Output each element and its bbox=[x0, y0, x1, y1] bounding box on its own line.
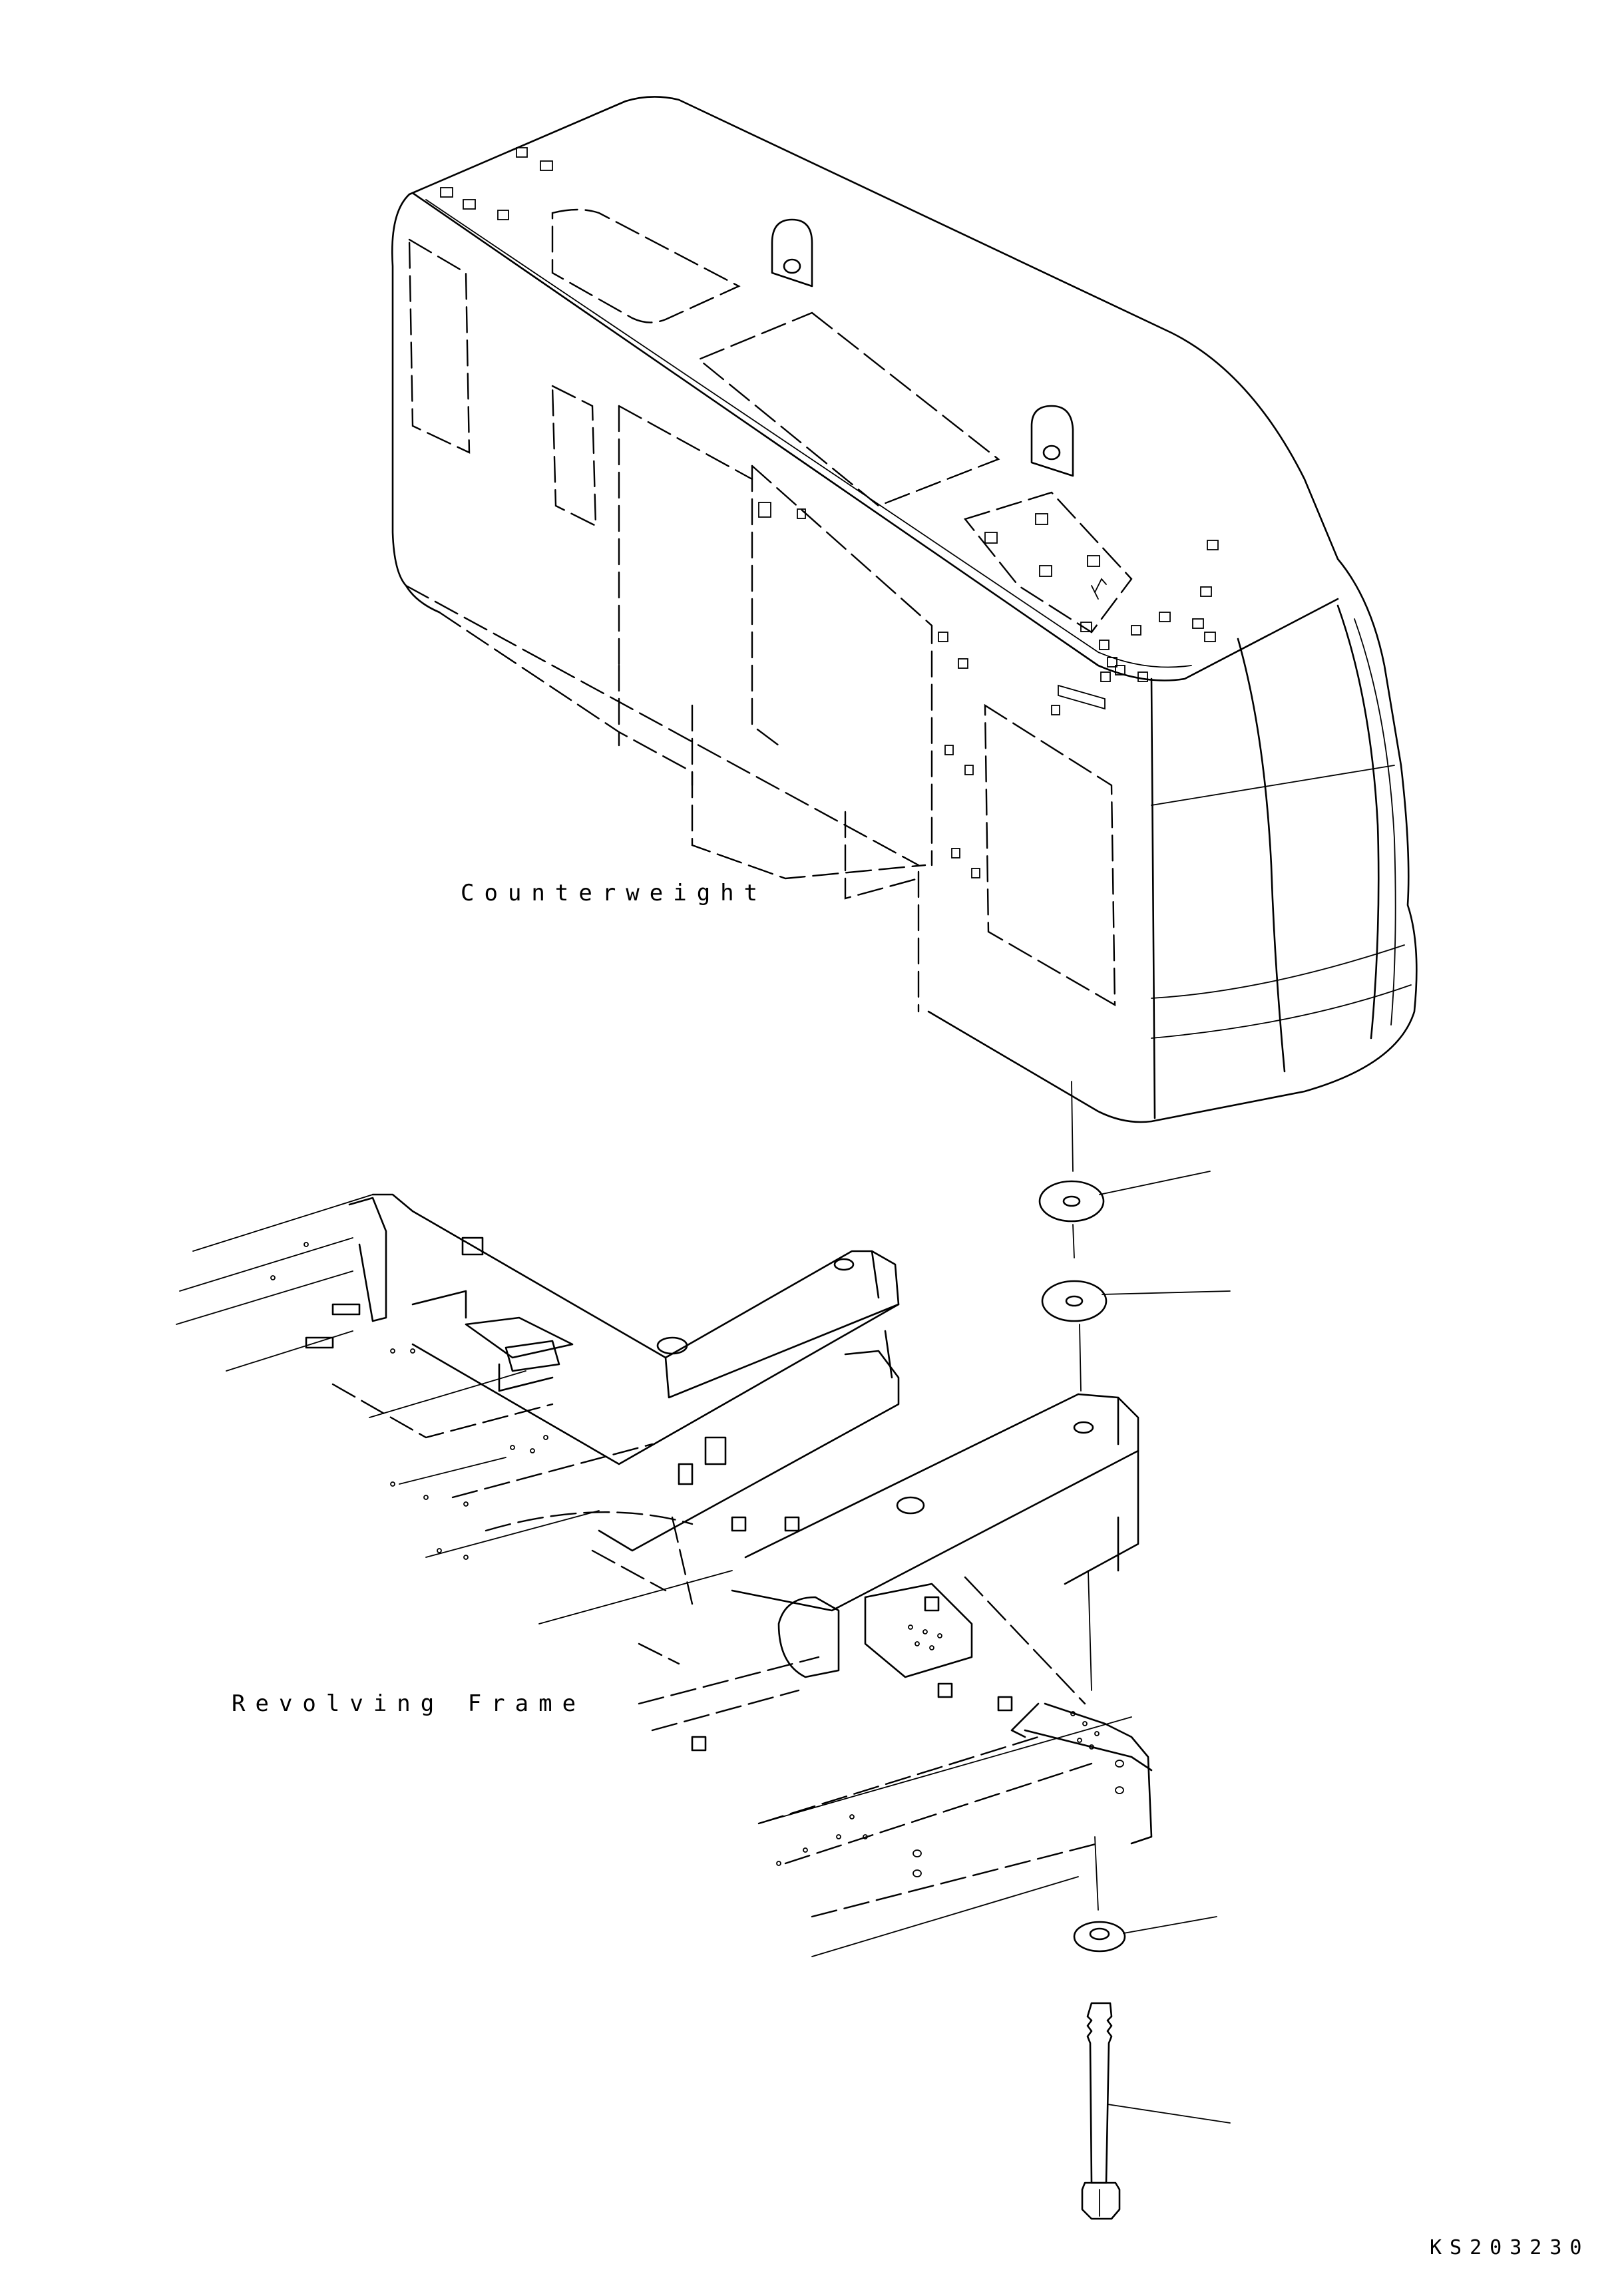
lower-washer bbox=[1073, 1916, 1217, 1953]
middle-washer bbox=[1041, 1280, 1231, 1322]
upper-washer bbox=[1038, 1171, 1211, 1223]
counterweight-part bbox=[391, 96, 1418, 1123]
mounting-bolt bbox=[1081, 2002, 1231, 2220]
drawing-code: KS203230 bbox=[1430, 2236, 1590, 2259]
counterweight-label: Counterweight bbox=[461, 880, 768, 906]
assembly-centerline bbox=[1071, 1081, 1099, 1911]
revolving-frame-label: Revolving Frame bbox=[232, 1690, 586, 1717]
revolving-frame-part bbox=[176, 1193, 1153, 1957]
